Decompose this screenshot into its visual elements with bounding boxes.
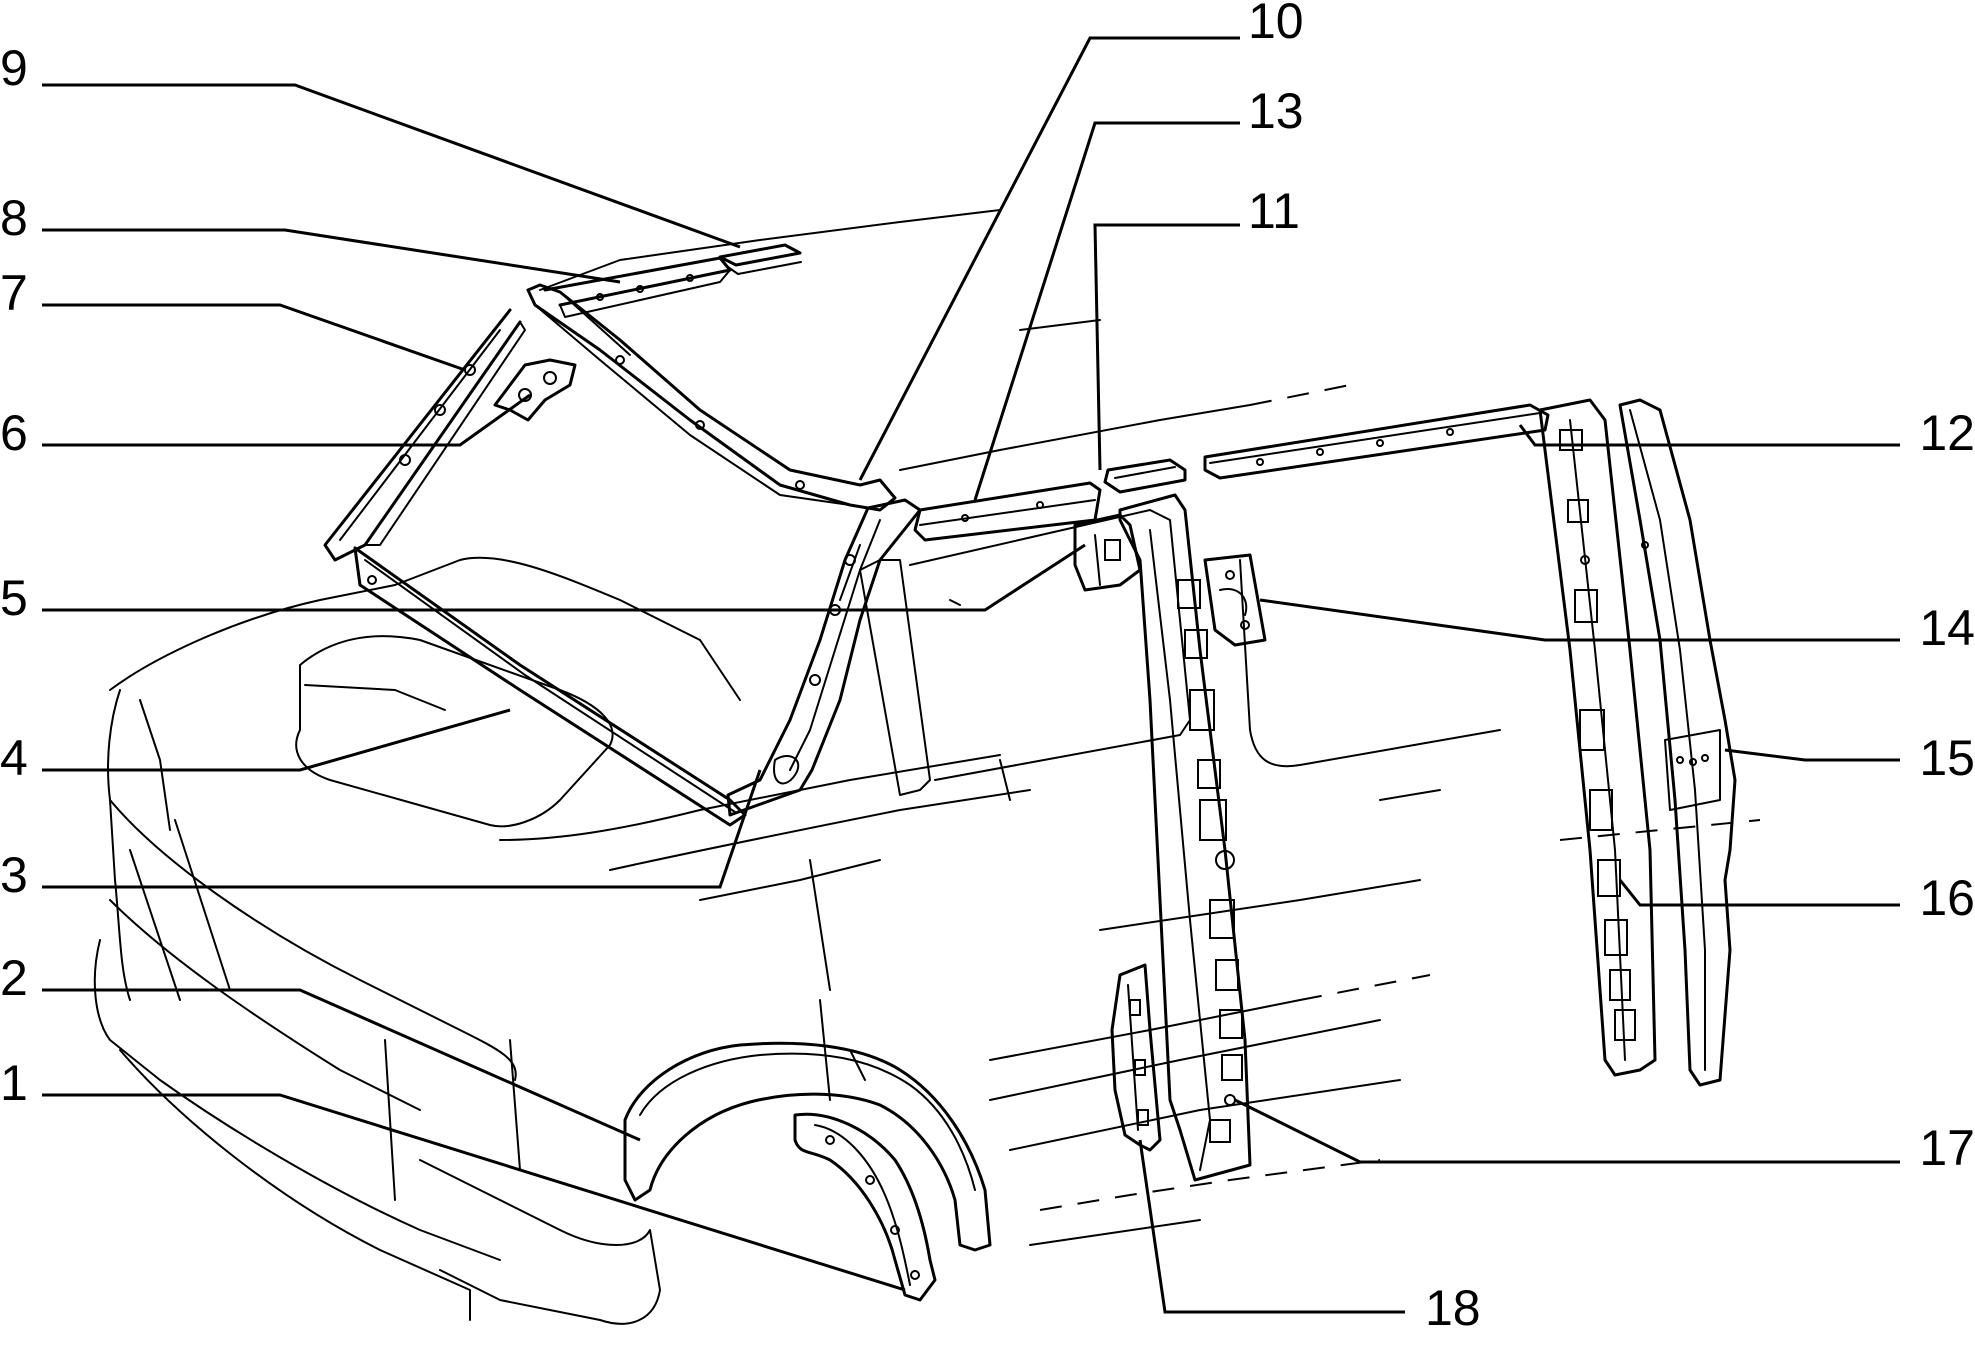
- callout-4: 4: [0, 730, 28, 786]
- leader-lines: [42, 36, 1900, 1314]
- part-18-lower-bracket: [1110, 963, 1162, 1152]
- callout-17: 17: [1919, 1120, 1975, 1176]
- callout-9: 9: [0, 40, 28, 96]
- leader-8: [42, 228, 621, 284]
- callout-7: 7: [0, 265, 28, 321]
- part-13-cross-member: [913, 481, 1102, 542]
- callout-6: 6: [0, 405, 28, 461]
- part-15-c-pillar-outer: [1618, 398, 1737, 1087]
- callout-1: 1: [0, 1055, 28, 1111]
- callout-10: 10: [1248, 0, 1304, 49]
- callout-2: 2: [0, 950, 28, 1006]
- leader-5: [42, 543, 1086, 612]
- part-9-roof-strip: [718, 243, 802, 275]
- part-3-a-pillar-right: [726, 498, 922, 817]
- leader-7: [42, 303, 466, 372]
- leader-15: [1724, 748, 1900, 762]
- leader-12: [1518, 424, 1900, 447]
- leader-6: [42, 393, 531, 447]
- leader-14: [1259, 598, 1900, 642]
- leader-18: [1138, 1139, 1405, 1314]
- van-body-outline: [93, 209, 1761, 1325]
- part-12-roof-rail: [1203, 403, 1550, 480]
- leader-10: [858, 36, 1240, 481]
- callout-8: 8: [0, 190, 28, 246]
- leader-1: [42, 1093, 906, 1292]
- callout-15: 15: [1919, 730, 1975, 786]
- part-16-c-pillar-inner: [1538, 398, 1657, 1077]
- part-14-plate: [1203, 553, 1267, 647]
- leader-13: [973, 121, 1240, 501]
- callout-12: 12: [1919, 405, 1975, 461]
- callout-13: 13: [1248, 83, 1304, 139]
- callout-18: 18: [1425, 1280, 1481, 1336]
- leader-4: [42, 708, 511, 772]
- part-4-windscreen-lower-frame: [353, 546, 747, 827]
- callout-16: 16: [1919, 870, 1975, 926]
- part-1-wheel-arch-inner: [793, 1112, 937, 1302]
- callout-14: 14: [1919, 600, 1975, 656]
- part-5-b-pillar-bracket: [1073, 513, 1142, 592]
- part-10-windscreen-upper: [526, 283, 897, 512]
- callout-11: 11: [1248, 183, 1300, 239]
- part-8-roof-header: [543, 256, 732, 318]
- part-2-wheel-arch-outer: [623, 1041, 992, 1252]
- leader-9: [42, 83, 741, 249]
- leader-2: [42, 988, 641, 1142]
- part-17-b-pillar: [1118, 493, 1252, 1182]
- part-11-roof-bracket: [1103, 458, 1187, 494]
- callout-3: 3: [0, 847, 28, 903]
- part-6-bracket: [493, 358, 577, 422]
- leader-16: [1618, 879, 1900, 907]
- part-7-a-pillar-left: [323, 308, 526, 562]
- leader-17: [1234, 1098, 1900, 1164]
- leader-3: [42, 769, 762, 889]
- leader-11: [1093, 223, 1240, 471]
- callout-5: 5: [0, 570, 28, 626]
